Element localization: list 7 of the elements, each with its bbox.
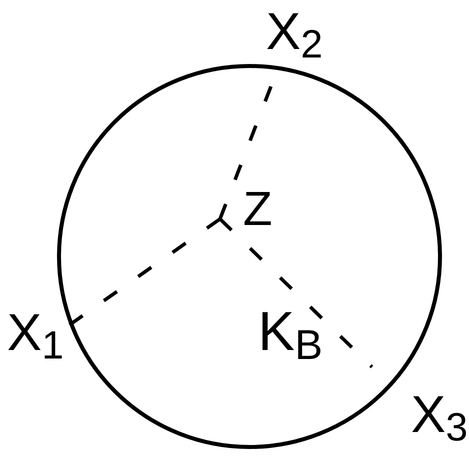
point-label: X$_{1}$ (7, 307, 64, 359)
point-label: X$_{3}$ (411, 389, 468, 441)
dashed-line (218, 218, 374, 368)
point-label: X$_{2}$ (266, 6, 323, 58)
region-label: K$_{B}$ (258, 304, 323, 359)
dashed-line (67, 218, 221, 328)
point-label: Z (243, 186, 272, 234)
